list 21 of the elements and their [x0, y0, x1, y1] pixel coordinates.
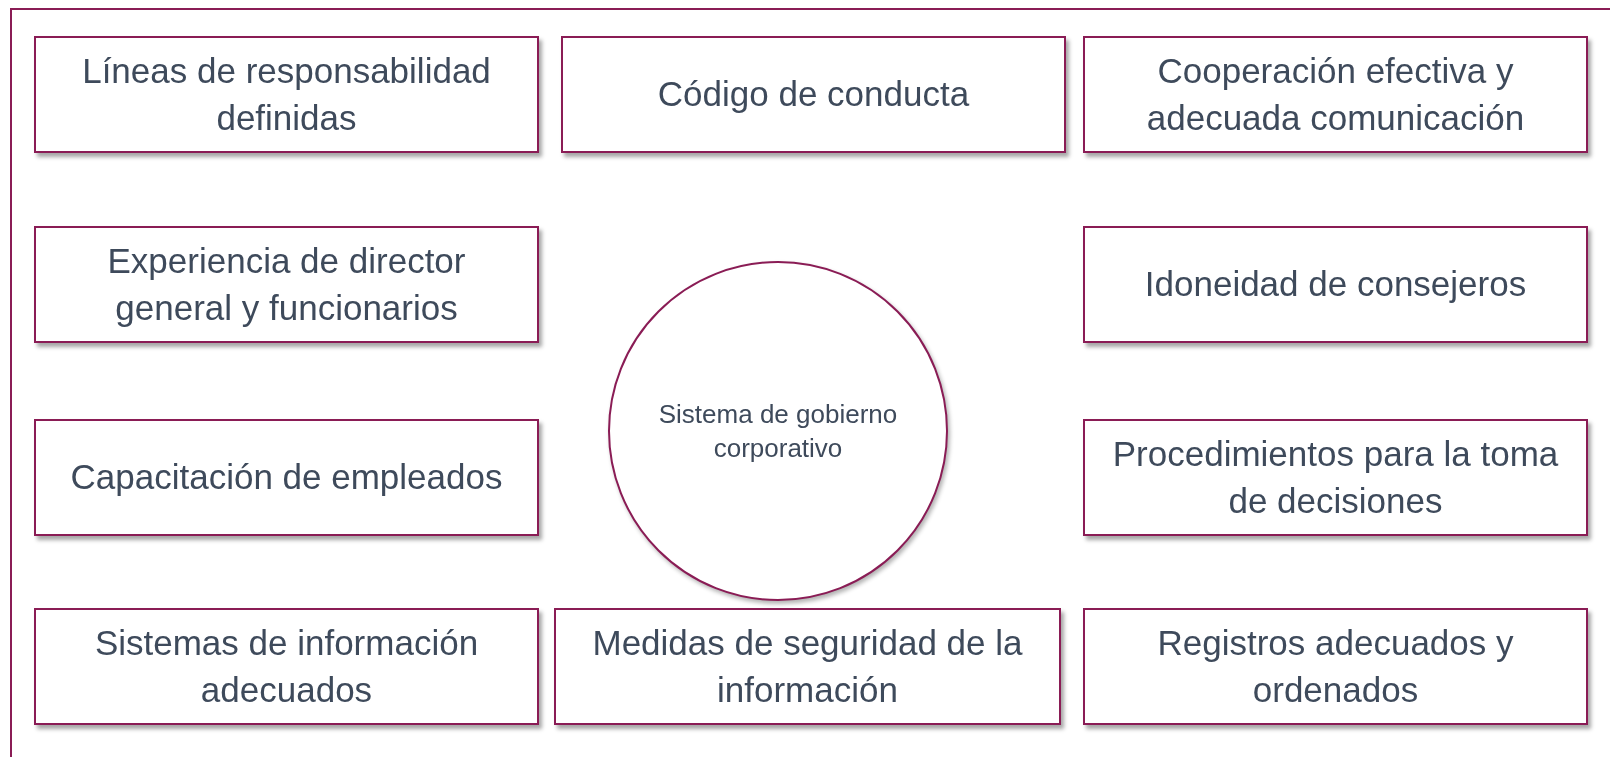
topic-box [34, 36, 539, 153]
topic-box [554, 608, 1061, 725]
topic-box [561, 36, 1066, 153]
topic-box [1083, 419, 1588, 536]
topic-box [34, 226, 539, 343]
topic-box [1083, 226, 1588, 343]
topic-box [34, 608, 539, 725]
topic-label: Registros adecuados y ordenados [1156, 622, 1515, 711]
topic-box [1083, 36, 1588, 153]
topic-label: Idoneidad de consejeros [1144, 263, 1527, 306]
topic-box [34, 419, 539, 536]
topic-label: Cooperación efectiva y adecuada comunicación [1145, 50, 1526, 139]
center-label: Sistema de gobierno corporativo [657, 397, 899, 465]
topic-label: Procedimientos para la toma de decisiones [1111, 433, 1560, 522]
topic-label: Líneas de responsabilidad definidas [81, 50, 492, 139]
topic-label: Código de conducta [657, 73, 970, 116]
topic-label: Sistemas de información adecuados [93, 622, 480, 711]
topic-label: Capacitación de empleados [70, 456, 503, 499]
topic-label: Medidas de seguridad de la información [591, 622, 1024, 711]
topic-label: Experiencia de director general y funcionarios [106, 240, 467, 329]
topic-box [1083, 608, 1588, 725]
